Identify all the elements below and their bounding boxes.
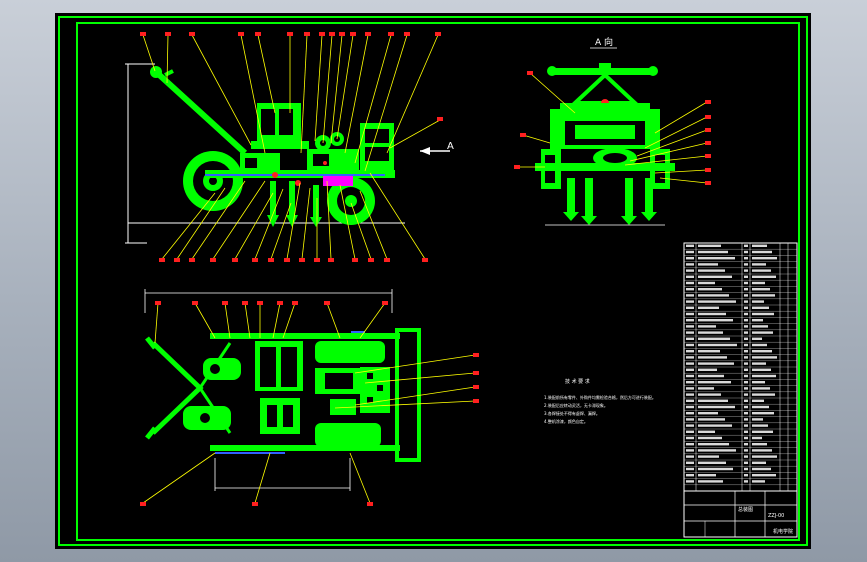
side-view-a: A 向: [514, 36, 711, 226]
part-number: ZZJ-00: [768, 513, 784, 519]
tech-req-title: 技 术 要 求: [565, 378, 590, 385]
outer-border: [58, 16, 808, 546]
parts-list-table: [683, 242, 798, 492]
view-a-label: A 向: [595, 36, 613, 48]
assembly-drawing: A: [58, 16, 808, 546]
tech-req-line-3: 3.各焊接处不得有虚焊、漏焊。: [544, 410, 600, 416]
front-view: A: [125, 32, 454, 262]
tech-req-line-1: 1.装配前所有零件、外购件均需检验合格，然后方可进行装配。: [544, 394, 656, 400]
school-name: 机电学院: [773, 528, 793, 535]
inner-border: [76, 22, 800, 541]
top-view: [140, 289, 479, 506]
cad-drawing-viewport[interactable]: A: [55, 13, 811, 549]
drawing-name: 总装图: [738, 506, 753, 513]
tech-req-line-4: 4.整机涂漆，颜色自定。: [544, 418, 588, 424]
direction-arrow-label: A: [447, 141, 454, 152]
title-block: 总装图 ZZJ-00 机电学院: [683, 490, 798, 538]
tech-req-line-2: 2.装配后应转动灵活，无卡滞现象。: [544, 402, 608, 408]
technical-requirements: 技 术 要 求 1.装配前所有零件、外购件均需检验合格，然后方可进行装配。 2.…: [544, 378, 656, 424]
